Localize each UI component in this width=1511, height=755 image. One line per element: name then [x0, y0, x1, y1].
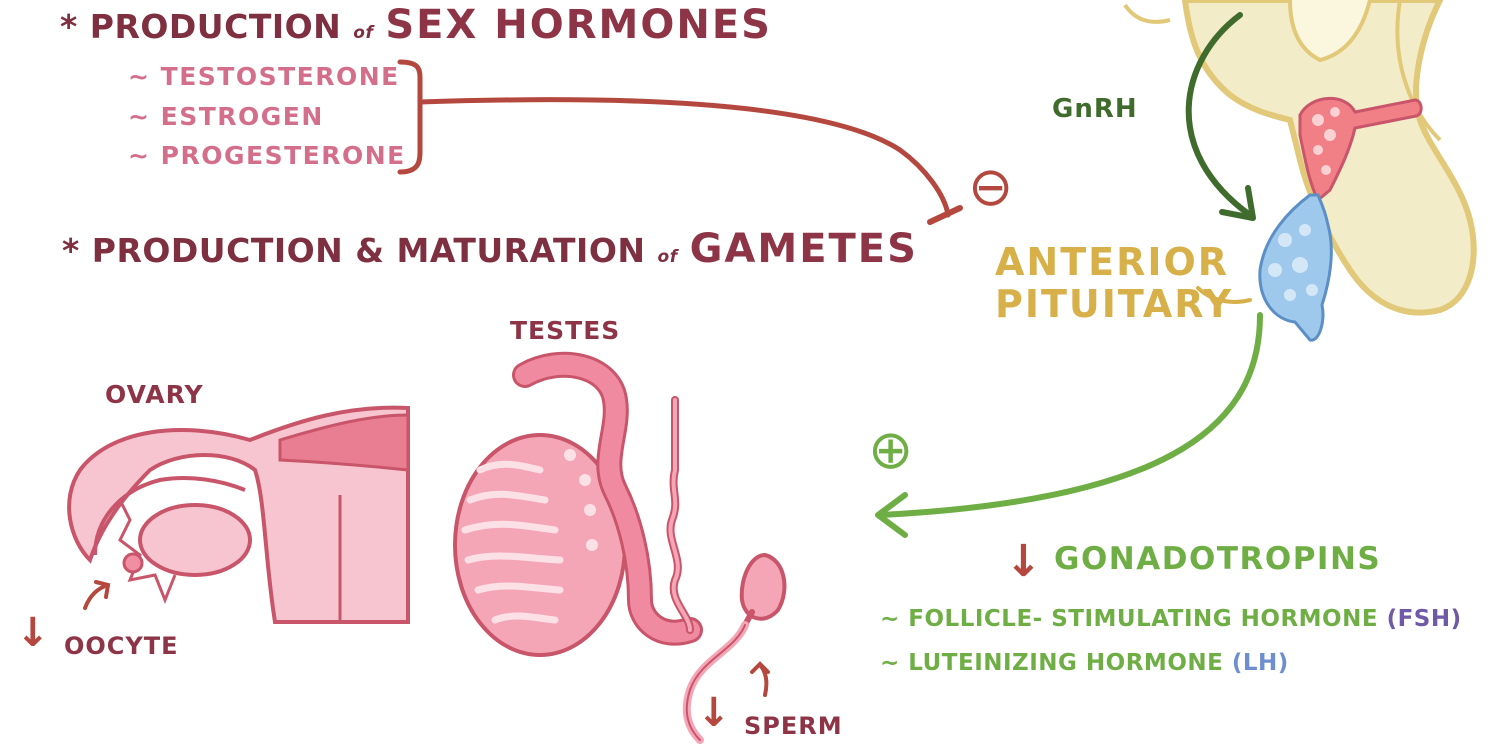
sperm-illustration [682, 552, 787, 744]
hormone-item-estrogen: ~ ESTROGEN [128, 102, 324, 131]
ovary-illustration [67, 405, 410, 624]
bullet-star: * [62, 231, 80, 270]
lh-item: ~ LUTEINIZING HORMONE (LH) [880, 650, 1289, 676]
hormone-item-progesterone: ~ PROGESTERONE [128, 141, 406, 170]
gametes-heading: * PRODUCTION & MATURATION of GAMETES [62, 226, 918, 272]
lh-text: ~ LUTEINIZING HORMONE [880, 650, 1224, 676]
heading-prefix: PRODUCTION [89, 7, 342, 46]
heading-emphasis: GAMETES [689, 226, 918, 272]
oocyte-down-arrow: ↓ [16, 610, 51, 656]
gnrh-arrow [1185, 12, 1253, 218]
oocyte-label: OOCYTE [64, 632, 179, 660]
bullet-star: * [60, 7, 78, 46]
stimulation-sign: ⊕ [868, 418, 915, 481]
heading-of: of [353, 23, 374, 43]
sperm-label: SPERM [744, 712, 843, 740]
pituitary-label: PITUITARY [995, 282, 1233, 326]
gonadotropins-label: GONADOTROPINS [1054, 541, 1382, 577]
heading-prefix: PRODUCTION & MATURATION [91, 231, 646, 270]
anterior-label: ANTERIOR [995, 240, 1230, 284]
testes-label: TESTES [510, 316, 621, 345]
ovary-label: OVARY [105, 380, 204, 409]
fsh-text: ~ FOLLICLE- STIMULATING HORMONE [880, 606, 1379, 632]
hormone-item-testosterone: ~ TESTOSTERONE [128, 62, 400, 91]
heading-emphasis: SEX HORMONES [385, 2, 772, 48]
fsh-abbr: (FSH) [1386, 606, 1462, 632]
negative-feedback-line [397, 59, 963, 225]
positive-feedback-arrow [875, 312, 1263, 538]
heading-of: of [657, 247, 678, 267]
pituitary-gland-illustration [1258, 96, 1423, 342]
gnrh-label: GnRH [1052, 94, 1138, 124]
inhibition-sign: ⊖ [968, 155, 1015, 218]
sperm-down-arrow: ↓ [697, 690, 732, 736]
lh-abbr: (LH) [1231, 650, 1289, 676]
fsh-item: ~ FOLLICLE- STIMULATING HORMONE (FSH) [880, 606, 1462, 632]
gonadotropins-down-arrow: ↓ [1005, 536, 1043, 587]
sex-hormones-heading: * PRODUCTION of SEX HORMONES [60, 2, 772, 48]
testis-illustration [453, 351, 703, 657]
